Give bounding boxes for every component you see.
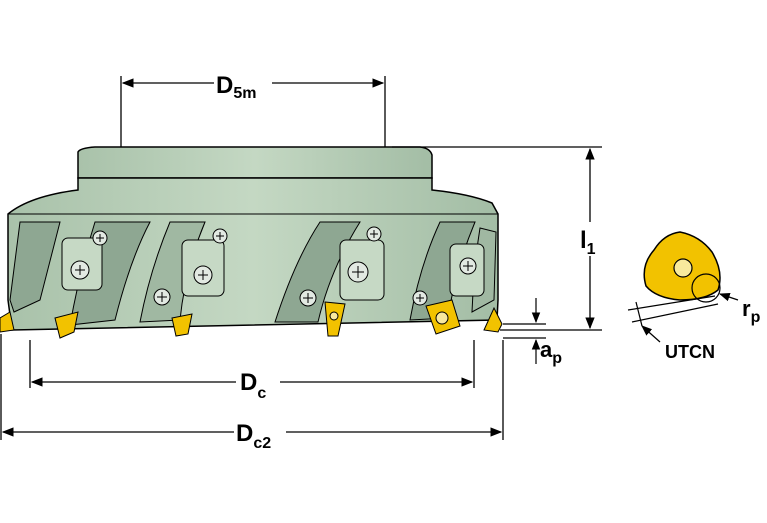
insert-1 — [0, 311, 15, 333]
screw-10 — [412, 290, 428, 306]
d5m-dimension: D5m — [120, 70, 386, 147]
screw-6 — [347, 261, 369, 283]
dc2-label: Dc2 — [236, 420, 271, 452]
dc-dimension: Dc — [29, 340, 475, 402]
screw-7 — [366, 226, 382, 242]
insert-detail: rp UTCN — [627, 231, 761, 362]
screw-8 — [299, 289, 317, 307]
l1-label: l1 — [580, 227, 596, 258]
insert-3 — [171, 313, 193, 337]
screw-9 — [459, 257, 477, 275]
flute-1 — [9, 221, 61, 313]
ap-label: ap — [540, 337, 562, 367]
dc-label: Dc — [240, 369, 266, 402]
cutter-body — [0, 146, 503, 339]
insert-2 — [54, 311, 79, 339]
screw-5 — [153, 288, 171, 306]
cutter-hub — [77, 146, 433, 179]
insert-6 — [483, 306, 503, 333]
corner-radius-circle — [691, 273, 721, 303]
screw-4 — [212, 228, 228, 244]
rp-label: rp — [742, 296, 761, 326]
insert-type-label: UTCN — [665, 342, 715, 362]
screw-2 — [92, 230, 108, 246]
l1-dimension: l1 — [392, 146, 604, 331]
screw-1 — [70, 260, 90, 280]
d5m-label: D5m — [216, 72, 256, 102]
ap-dimension: ap — [503, 298, 562, 367]
insert-detail-hole — [673, 258, 693, 278]
dc2-dimension: Dc2 — [0, 334, 504, 452]
screw-3 — [193, 265, 213, 285]
